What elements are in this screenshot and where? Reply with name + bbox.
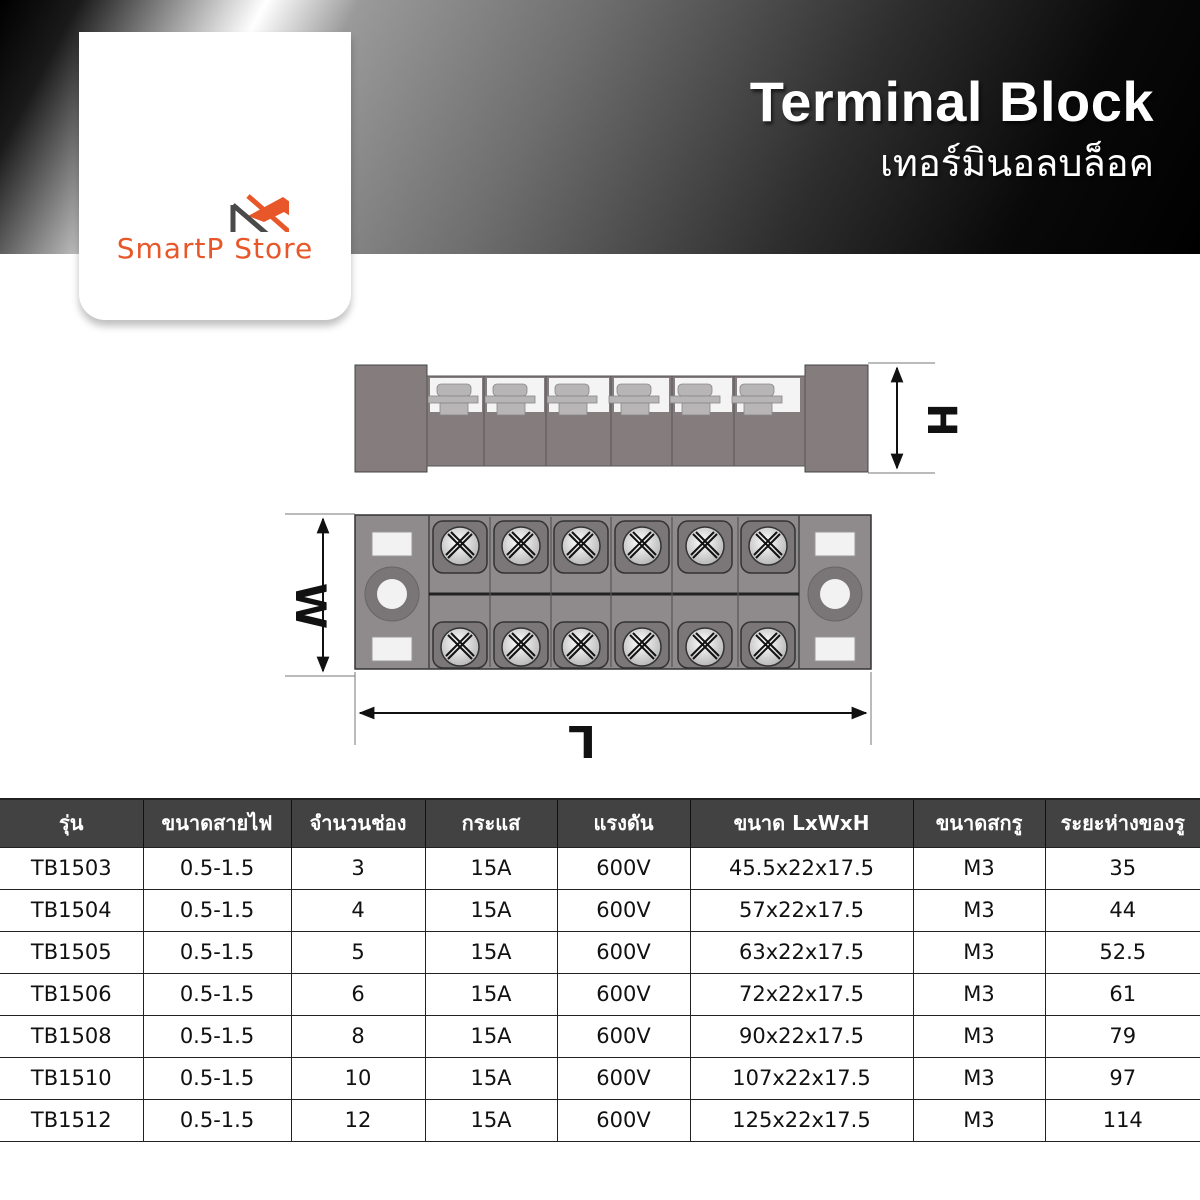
cell-dimensions: 63x22x17.5 — [689, 930, 914, 974]
page-subtitle-thai: เทอร์มินอลบล็อค — [879, 141, 1154, 185]
cell-wire-size: 0.5-1.5 — [142, 888, 292, 932]
cell-voltage: 600V — [556, 972, 691, 1016]
cell-wire-size: 0.5-1.5 — [142, 930, 292, 974]
cell-screw-size: M3 — [912, 972, 1046, 1016]
cell-current: 15A — [424, 972, 558, 1016]
top-view: W L — [285, 513, 872, 766]
cell-screw-size: M3 — [912, 846, 1046, 890]
cell-model: TB1510 — [0, 1056, 144, 1100]
cell-model: TB1506 — [0, 972, 144, 1016]
cell-current: 15A — [424, 1014, 558, 1058]
cell-voltage: 600V — [556, 888, 691, 932]
table-row: TB1505 0.5-1.5 5 15A 600V 63x22x17.5 M3 … — [0, 930, 1200, 974]
table-row: TB1508 0.5-1.5 8 15A 600V 90x22x17.5 M3 … — [0, 1014, 1200, 1058]
terminal-block-diagram: H — [285, 362, 964, 766]
column-header-screw-size: ขนาดสกรู — [912, 798, 1046, 847]
cell-channels: 4 — [290, 888, 426, 932]
store-logo-card: SmartP Store — [79, 32, 351, 320]
table-row: TB1504 0.5-1.5 4 15A 600V 57x22x17.5 M3 … — [0, 888, 1200, 932]
cell-dimensions: 72x22x17.5 — [689, 972, 914, 1016]
cell-screw-size: M3 — [912, 1098, 1046, 1142]
cell-screw-size: M3 — [912, 930, 1046, 974]
cell-screw-size: M3 — [912, 1056, 1046, 1100]
cell-wire-size: 0.5-1.5 — [142, 972, 292, 1016]
cell-model: TB1512 — [0, 1098, 144, 1142]
cell-wire-size: 0.5-1.5 — [142, 1056, 292, 1100]
cell-hole-spacing: 44 — [1044, 888, 1200, 932]
height-label: H — [918, 403, 964, 436]
length-label: L — [568, 715, 596, 766]
column-header-current: กระแส — [424, 798, 558, 847]
cell-hole-spacing: 35 — [1044, 846, 1200, 890]
cell-current: 15A — [424, 1056, 558, 1100]
cell-voltage: 600V — [556, 930, 691, 974]
cell-model: TB1503 — [0, 846, 144, 890]
column-header-dimensions: ขนาด LxWxH — [689, 798, 914, 847]
cell-dimensions: 45.5x22x17.5 — [689, 846, 914, 890]
table-row: TB1503 0.5-1.5 3 15A 600V 45.5x22x17.5 M… — [0, 846, 1200, 890]
cell-channels: 12 — [290, 1098, 426, 1142]
table-row: TB1512 0.5-1.5 12 15A 600V 125x22x17.5 M… — [0, 1098, 1200, 1142]
cell-voltage: 600V — [556, 1014, 691, 1058]
column-header-voltage: แรงดัน — [556, 798, 691, 847]
width-label: W — [286, 583, 335, 629]
cell-voltage: 600V — [556, 1056, 691, 1100]
side-view: H — [354, 362, 964, 474]
page-title: Terminal Block — [749, 70, 1154, 133]
cell-dimensions: 90x22x17.5 — [689, 1014, 914, 1058]
cell-current: 15A — [424, 888, 558, 932]
cell-hole-spacing: 79 — [1044, 1014, 1200, 1058]
cell-voltage: 600V — [556, 1098, 691, 1142]
cell-dimensions: 107x22x17.5 — [689, 1056, 914, 1100]
store-brand-name: SmartP Store — [116, 232, 314, 265]
cell-channels: 6 — [290, 972, 426, 1016]
cell-model: TB1505 — [0, 930, 144, 974]
cell-hole-spacing: 97 — [1044, 1056, 1200, 1100]
cell-model: TB1508 — [0, 1014, 144, 1058]
table-row: TB1506 0.5-1.5 6 15A 600V 72x22x17.5 M3 … — [0, 972, 1200, 1016]
cell-model: TB1504 — [0, 888, 144, 932]
cell-channels: 3 — [290, 846, 426, 890]
cell-wire-size: 0.5-1.5 — [142, 1098, 292, 1142]
table-row: TB1510 0.5-1.5 10 15A 600V 107x22x17.5 M… — [0, 1056, 1200, 1100]
cell-screw-size: M3 — [912, 888, 1046, 932]
cell-wire-size: 0.5-1.5 — [142, 1014, 292, 1058]
cell-current: 15A — [424, 930, 558, 974]
title-block: Terminal Block เทอร์มินอลบล็อค — [750, 72, 1154, 190]
column-header-model: รุ่น — [0, 798, 144, 847]
column-header-hole-spacing: ระยะห่างของรู — [1044, 798, 1200, 847]
cell-channels: 10 — [290, 1056, 426, 1100]
cell-dimensions: 125x22x17.5 — [689, 1098, 914, 1142]
cell-channels: 5 — [290, 930, 426, 974]
cell-hole-spacing: 61 — [1044, 972, 1200, 1016]
table-header-row: รุ่น ขนาดสายไฟ จำนวนช่อง กระแส แรงดัน ขน… — [0, 798, 1200, 847]
cell-hole-spacing: 52.5 — [1044, 930, 1200, 974]
cell-dimensions: 57x22x17.5 — [689, 888, 914, 932]
spec-table: รุ่น ขนาดสายไฟ จำนวนช่อง กระแส แรงดัน ขน… — [0, 798, 1200, 1142]
cell-channels: 8 — [290, 1014, 426, 1058]
cell-hole-spacing: 114 — [1044, 1098, 1200, 1142]
cell-voltage: 600V — [556, 846, 691, 890]
cell-wire-size: 0.5-1.5 — [142, 846, 292, 890]
cell-current: 15A — [424, 1098, 558, 1142]
store-logo-icon — [230, 194, 289, 232]
cell-current: 15A — [424, 846, 558, 890]
column-header-channels: จำนวนช่อง — [290, 798, 426, 847]
column-header-wire-size: ขนาดสายไฟ — [142, 798, 292, 847]
cell-screw-size: M3 — [912, 1014, 1046, 1058]
